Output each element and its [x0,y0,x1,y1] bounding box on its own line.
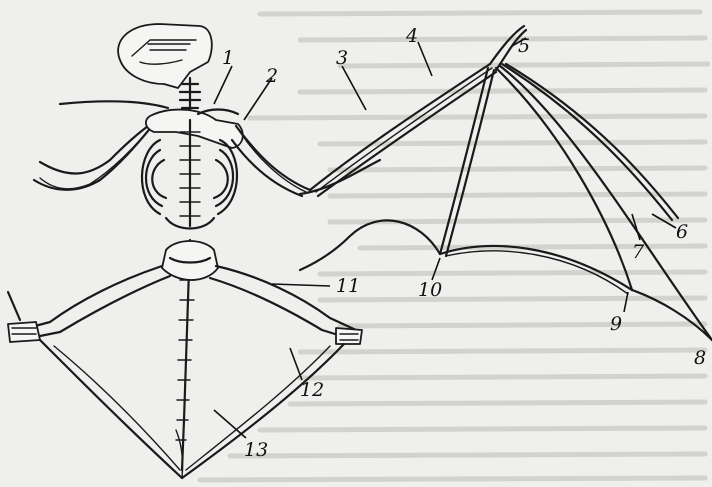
label-2: 2 [265,65,278,87]
label-5: 5 [518,35,530,57]
label-13: 13 [244,439,268,461]
label-12: 12 [300,379,324,401]
skull [118,24,212,88]
label-9: 9 [610,313,622,335]
shoulder-girdle [146,110,243,149]
label-10: 10 [418,279,442,301]
label-11: 11 [336,275,360,297]
label-6: 6 [676,221,688,243]
pelvis [162,241,218,280]
label-3: 3 [336,47,348,69]
left-arm [34,101,168,189]
label-8: 8 [694,347,706,369]
label-1: 1 [222,47,234,69]
label-7: 7 [632,241,645,263]
label-4: 4 [405,25,418,47]
